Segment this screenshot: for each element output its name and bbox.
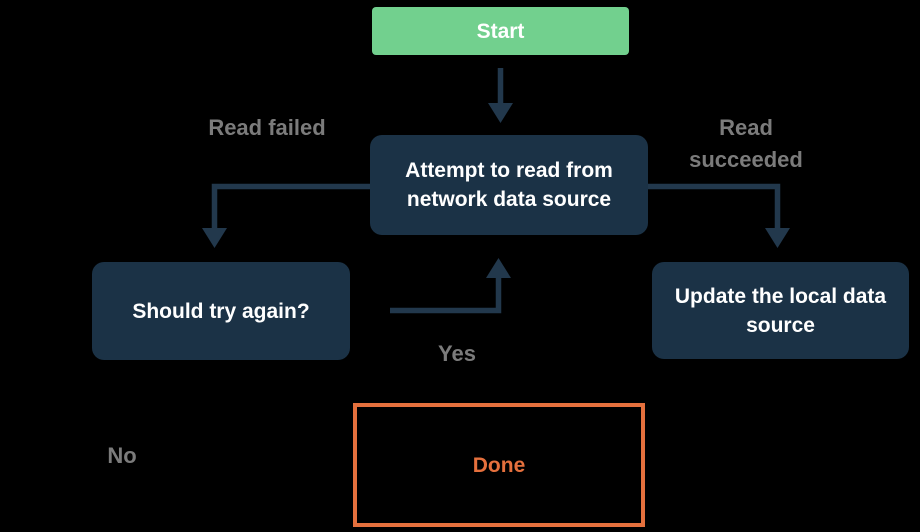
arrow-attempt-to-update-head <box>765 228 790 248</box>
arrow-attempt-to-retry-line <box>211 183 370 229</box>
node-update-local-data-label: Update the local data source <box>674 284 887 337</box>
node-should-try-again: Should try again? <box>92 262 350 360</box>
arrow-attempt-to-update-line <box>648 183 781 229</box>
edge-label-no: No <box>107 443 137 468</box>
node-start-label: Start <box>476 19 525 43</box>
node-done: Done <box>353 403 645 527</box>
arrow-attempt-to-retry-head <box>202 228 227 248</box>
arrow-yes-retry-to-attempt-head <box>486 258 511 278</box>
node-start: Start <box>372 7 629 55</box>
node-attempt-read-label: Attempt to read from network data source <box>405 159 613 211</box>
edge-label-yes: Yes <box>438 341 476 366</box>
edge-label-read-succeeded: Read succeeded <box>689 115 803 172</box>
arrow-yes-retry-to-attempt-line <box>390 276 502 314</box>
arrow-start-to-attempt-head <box>488 103 513 123</box>
node-should-try-again-label: Should try again? <box>132 299 310 323</box>
edge-label-read-failed: Read failed <box>208 115 326 140</box>
node-update-local-data: Update the local data source <box>652 262 909 359</box>
node-done-label: Done <box>472 453 526 477</box>
node-attempt-read: Attempt to read from network data source <box>370 135 648 235</box>
